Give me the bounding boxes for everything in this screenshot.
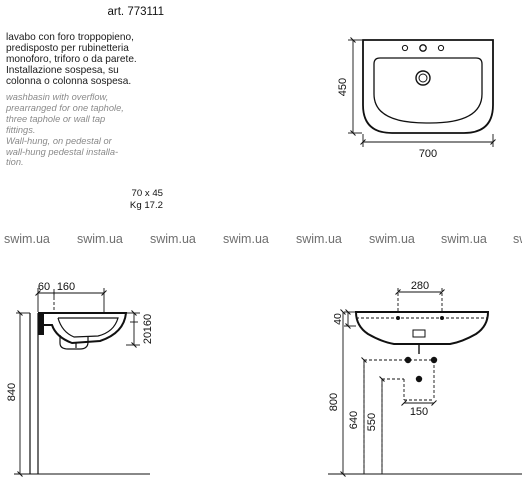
taphole-icon [396, 316, 400, 320]
top-view-drawing [348, 37, 496, 147]
siphon-profile [59, 335, 89, 350]
dimension-label: 840 [6, 383, 18, 401]
front-tap-dimension [395, 288, 445, 312]
taphole-icon [401, 44, 409, 52]
watermark-text: sw [513, 232, 522, 246]
side-top-dimensions [35, 288, 107, 312]
basin-outline-top [362, 39, 494, 134]
watermark-text: swim.ua [77, 232, 123, 246]
side-rim-dimensions [126, 310, 140, 348]
front-view-drawing [328, 288, 522, 477]
weight-value: Kg 17.2 [129, 199, 163, 211]
side-view-drawing [14, 288, 150, 477]
description-line: three taphole or wall tap [6, 113, 106, 124]
description-line: predisposto per rubinetteria [6, 43, 129, 55]
drain-icon [418, 73, 428, 83]
dimension-label: 700 [419, 148, 437, 160]
description-italian: lavabo con foro troppopieno, predisposto… [6, 32, 166, 87]
basin-inner-profile [57, 317, 119, 338]
dimension-label: 280 [411, 280, 429, 292]
taphole-icon [419, 44, 427, 52]
dimension-label: 160 [142, 314, 154, 332]
dimension-label: 800 [328, 393, 340, 411]
front-height-dimensions [340, 309, 385, 477]
dimension-label: 640 [348, 411, 360, 429]
dimension-label: 450 [337, 78, 349, 96]
taphole-icon [437, 44, 445, 52]
width-dimension [360, 134, 496, 147]
dimension-label: 20 [142, 332, 154, 344]
dimension-label: 550 [366, 413, 378, 431]
description-line: washbasin with overflow, [6, 92, 109, 102]
dimension-label: 40 [332, 313, 344, 325]
watermark-text: swim.ua [441, 232, 487, 246]
description-line: fittings. [6, 124, 36, 135]
description-line: colonna o colonna sospesa. [6, 76, 132, 88]
description-line: Installazione sospesa, su [6, 65, 119, 77]
watermark-text: swim.ua [4, 232, 50, 246]
description-line: lavabo con foro troppopieno, [6, 32, 134, 43]
description-line: monoforo, triforo o da parete. [6, 54, 137, 66]
basin-front-outline [354, 311, 490, 345]
basin-profile [38, 312, 128, 345]
specifications: 70 x 45 Kg 17.2 [96, 188, 163, 211]
depth-dimension [348, 37, 362, 136]
dimension-label: 150 [410, 406, 428, 418]
description-line: tion. [6, 157, 24, 168]
supply-connection-icon [404, 356, 412, 364]
description-english: washbasin with overflow, prearranged for… [6, 92, 166, 168]
front-rim-dimension [344, 309, 356, 329]
watermark-text: swim.ua [369, 232, 415, 246]
watermark-text: swim.ua [150, 232, 196, 246]
description-line: wall-hung pedestal installa- [6, 146, 119, 157]
description-line: prearranged for one taphole, [6, 102, 124, 113]
supply-connection-icon [430, 356, 438, 364]
watermark-text: swim.ua [223, 232, 269, 246]
waste-fitting [412, 329, 426, 338]
bowl-outline-top [373, 57, 483, 124]
watermark-text: swim.ua [296, 232, 342, 246]
waste-connection-icon [415, 375, 423, 383]
size-value: 70 x 45 [131, 188, 163, 199]
watermark-strip: swim.ua swim.ua swim.ua swim.ua swim.ua … [0, 232, 522, 248]
wall-bracket [38, 313, 44, 335]
description-line: Wall-hung, on pedestal or [6, 135, 112, 146]
dimension-label: 60 [38, 281, 50, 293]
taphole-icon [440, 316, 444, 320]
side-height-dimension [16, 310, 30, 477]
dimension-label: 160 [57, 281, 75, 293]
drain-icon [415, 70, 431, 86]
article-number: art. 773111 [107, 6, 164, 18]
